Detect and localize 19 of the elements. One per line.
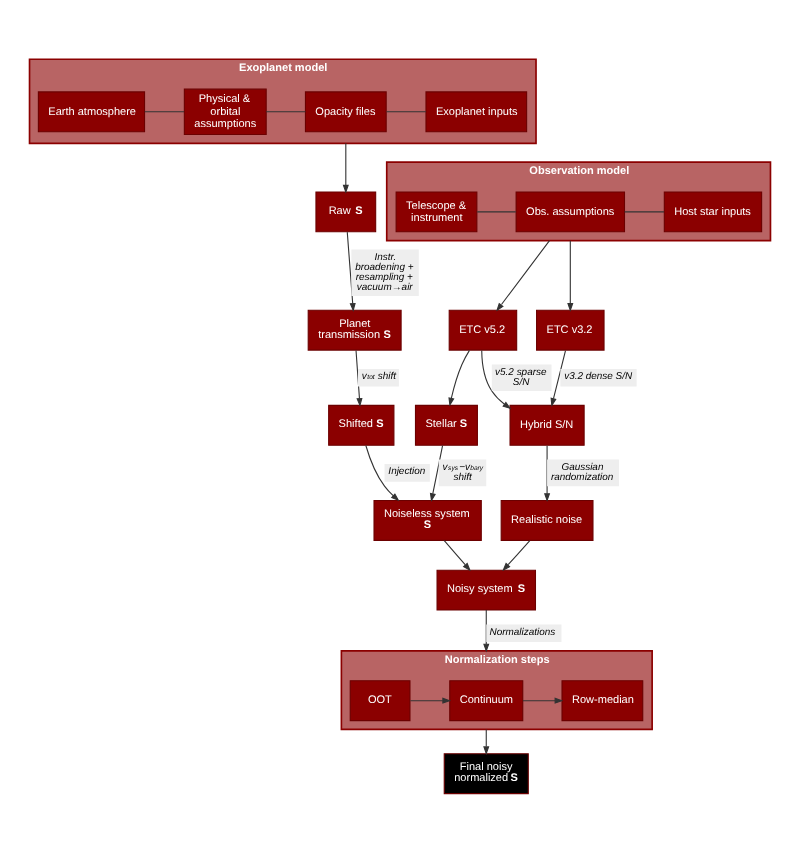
- connector: [476, 210, 517, 212]
- arrow: [443, 539, 471, 571]
- arrow: [481, 349, 512, 409]
- arrow: [502, 539, 531, 571]
- arrow: [567, 239, 574, 311]
- connector: [624, 210, 665, 212]
- arrow: [409, 696, 452, 703]
- arrow: [522, 696, 564, 703]
- arrow: [355, 349, 363, 406]
- connector: [144, 110, 185, 112]
- connector: [386, 110, 427, 112]
- connector: [265, 110, 306, 112]
- arrow: [365, 443, 400, 501]
- arrow: [543, 444, 551, 502]
- arrow: [429, 444, 444, 502]
- arrow: [448, 348, 470, 406]
- arrow: [342, 141, 349, 193]
- arrow: [550, 349, 567, 406]
- arrow: [496, 239, 551, 311]
